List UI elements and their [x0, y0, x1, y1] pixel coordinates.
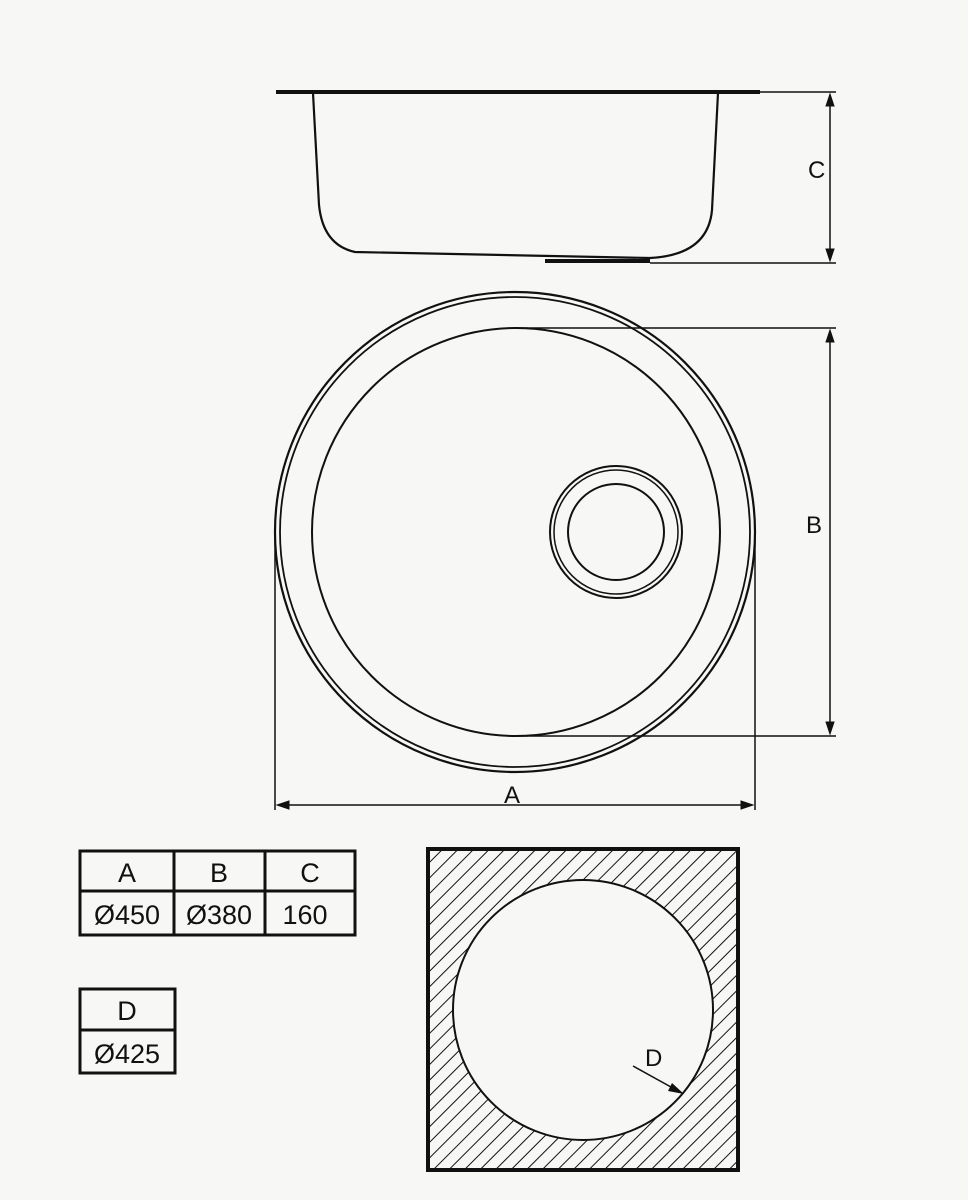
bowl-profile — [311, 92, 720, 260]
label-a: A — [504, 782, 520, 809]
value-c: 160 — [282, 900, 327, 930]
arrowhead — [825, 328, 835, 736]
rim-inner-circle — [279, 296, 751, 768]
header-b: B — [210, 858, 228, 888]
cutout-circle — [452, 879, 714, 1141]
drain-mid-circle — [553, 469, 679, 595]
arrowhead — [275, 800, 755, 810]
label-b: B — [806, 512, 822, 539]
cutout-diagram — [426, 847, 740, 1172]
drain-outer-circle — [549, 465, 683, 599]
drain-inner-circle — [567, 483, 665, 581]
top-view — [273, 290, 836, 810]
side-view — [276, 90, 836, 264]
cutout-table — [78, 987, 177, 1075]
value-d: Ø425 — [94, 1039, 160, 1069]
dimension-table — [78, 849, 357, 937]
hatched-countertop — [428, 849, 738, 1170]
label-d: D — [645, 1045, 662, 1072]
bowl-circle — [311, 327, 721, 737]
value-b: Ø380 — [186, 900, 252, 930]
arrowhead — [825, 92, 835, 263]
value-a: Ø450 — [94, 900, 160, 930]
label-c: C — [808, 157, 825, 184]
header-c: C — [300, 858, 320, 888]
countertop-border — [426, 847, 740, 1172]
header-d: D — [117, 996, 137, 1026]
header-a: A — [118, 858, 136, 888]
arrowhead — [668, 1083, 684, 1094]
